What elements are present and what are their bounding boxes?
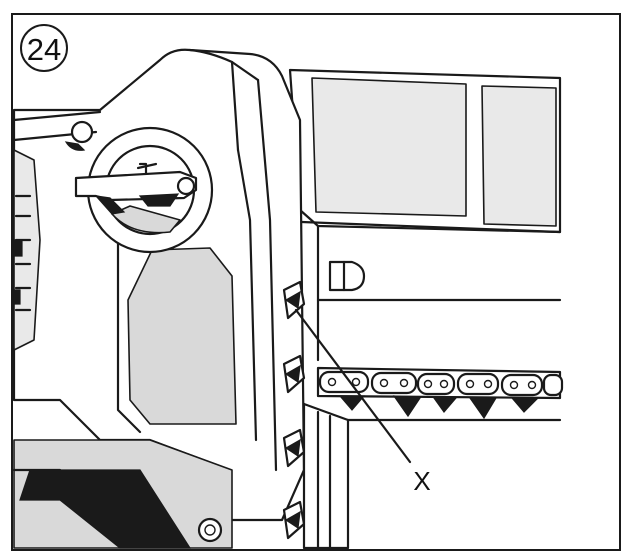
chainsaw-drawing [12,48,564,550]
front-housing [12,48,306,522]
saw-chain [298,366,564,422]
top-hook [64,120,94,151]
guide-bar [288,68,562,362]
lower-stand [302,402,350,550]
lower-base [12,439,233,549]
chain-cutters [338,395,540,420]
step-badge: 24 [20,24,68,72]
step-number: 24 [27,32,61,67]
cooling-fins [13,149,41,351]
callout-leader [294,308,412,464]
tension-knob [328,260,366,292]
chain-links [318,370,564,397]
figure-frame [11,13,621,551]
step-badge-circle [20,24,68,72]
callout-label: X [413,466,430,496]
lever-arm [74,170,198,215]
